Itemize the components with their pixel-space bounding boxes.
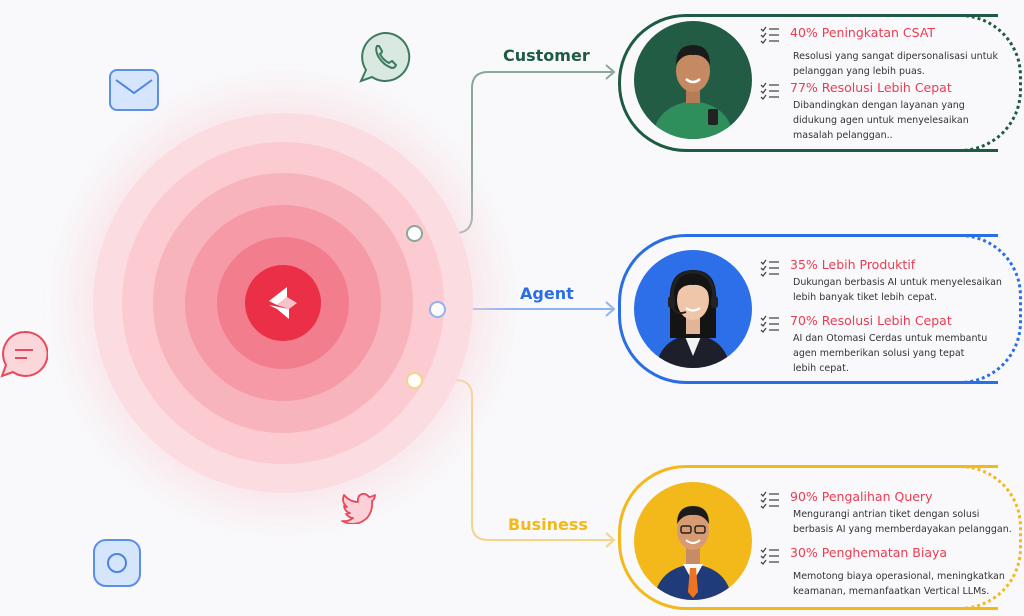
agent-arrow xyxy=(605,301,616,317)
customer-arrow xyxy=(605,64,616,80)
checklist-icon xyxy=(760,491,779,509)
stat-title: 40% Peningkatan CSAT xyxy=(790,25,936,40)
twitter-icon xyxy=(340,489,378,525)
brand-logo-icon xyxy=(269,287,297,319)
stat-title: 35% Lebih Produktif xyxy=(790,257,916,272)
customer-label: Customer xyxy=(503,46,590,65)
checklist-icon xyxy=(760,315,779,333)
stat-description: Resolusi yang sangat dipersonalisasi unt… xyxy=(793,51,998,77)
customer-connector xyxy=(420,71,612,234)
checklist-icon xyxy=(760,547,779,565)
mail-icon xyxy=(109,69,159,111)
business-node xyxy=(406,372,423,389)
stat-description: Dukungan berbasis AI untuk menyelesaikan… xyxy=(793,277,1002,303)
stat-title: 77% Resolusi Lebih Cepat xyxy=(790,80,952,95)
checklist-icon xyxy=(760,259,779,277)
stat-title: 90% Pengalihan Query xyxy=(790,489,933,504)
agent-node xyxy=(429,301,446,318)
stat-title: 70% Resolusi Lebih Cepat xyxy=(790,313,952,328)
business-arrow xyxy=(605,532,616,548)
agent-avatar xyxy=(634,250,752,368)
checklist-icon xyxy=(760,82,779,100)
agent-label: Agent xyxy=(520,284,574,303)
customer-node xyxy=(406,225,423,242)
stat-title: 30% Penghematan Biaya xyxy=(790,545,948,560)
chat-bubble-icon xyxy=(0,330,48,378)
checklist-icon xyxy=(760,26,779,44)
stat-description: Mengurangi antrian tiket dengan solusi b… xyxy=(793,509,1012,535)
customer-avatar xyxy=(634,21,752,139)
stat-description: Memotong biaya operasional, meningkatkan… xyxy=(793,571,1005,597)
stat-description: AI dan Otomasi Cerdas untuk membantu age… xyxy=(793,333,988,374)
stat-description: Dibandingkan dengan layanan yang didukun… xyxy=(793,100,969,141)
brand-logo xyxy=(245,265,321,341)
business-connector xyxy=(421,379,612,541)
whatsapp-icon xyxy=(358,30,412,84)
instagram-icon xyxy=(93,539,141,587)
business-avatar xyxy=(634,482,752,600)
business-label: Business xyxy=(508,515,588,534)
